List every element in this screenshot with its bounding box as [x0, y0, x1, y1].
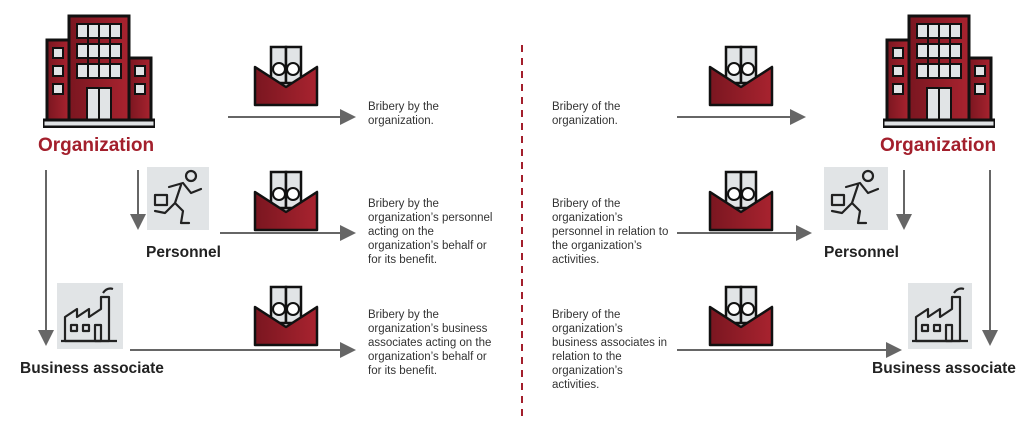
money-envelope-icon	[708, 170, 774, 232]
factory-icon	[57, 283, 123, 349]
statement-text: Bribery by the organization’s business a…	[368, 309, 492, 377]
money-envelope-icon	[253, 170, 319, 232]
factory-icon	[908, 283, 972, 349]
business-associate-label: Business associate	[872, 360, 1016, 377]
personnel-label: Personnel	[146, 244, 221, 261]
statement-text: Bribery by the organization’s personnel …	[368, 198, 493, 266]
personnel-runner-icon	[824, 167, 888, 230]
statement-text: Bribery by the organization.	[368, 101, 439, 127]
money-envelope-icon	[253, 45, 319, 107]
personnel-runner-icon	[147, 167, 209, 230]
building-icon	[883, 14, 995, 128]
statement-text: Bribery of the organization.	[552, 101, 621, 127]
organization-label: Organization	[880, 135, 997, 156]
business-associate-label: Business associate	[20, 360, 164, 377]
money-envelope-icon	[708, 45, 774, 107]
money-envelope-icon	[708, 285, 774, 347]
organization-label: Organization	[38, 135, 155, 156]
building-icon	[43, 14, 155, 128]
personnel-label: Personnel	[824, 244, 899, 261]
statement-text: Bribery of the organization’s personnel …	[552, 198, 669, 266]
money-envelope-icon	[253, 285, 319, 347]
statement-text: Bribery of the organization’s business a…	[552, 309, 668, 391]
